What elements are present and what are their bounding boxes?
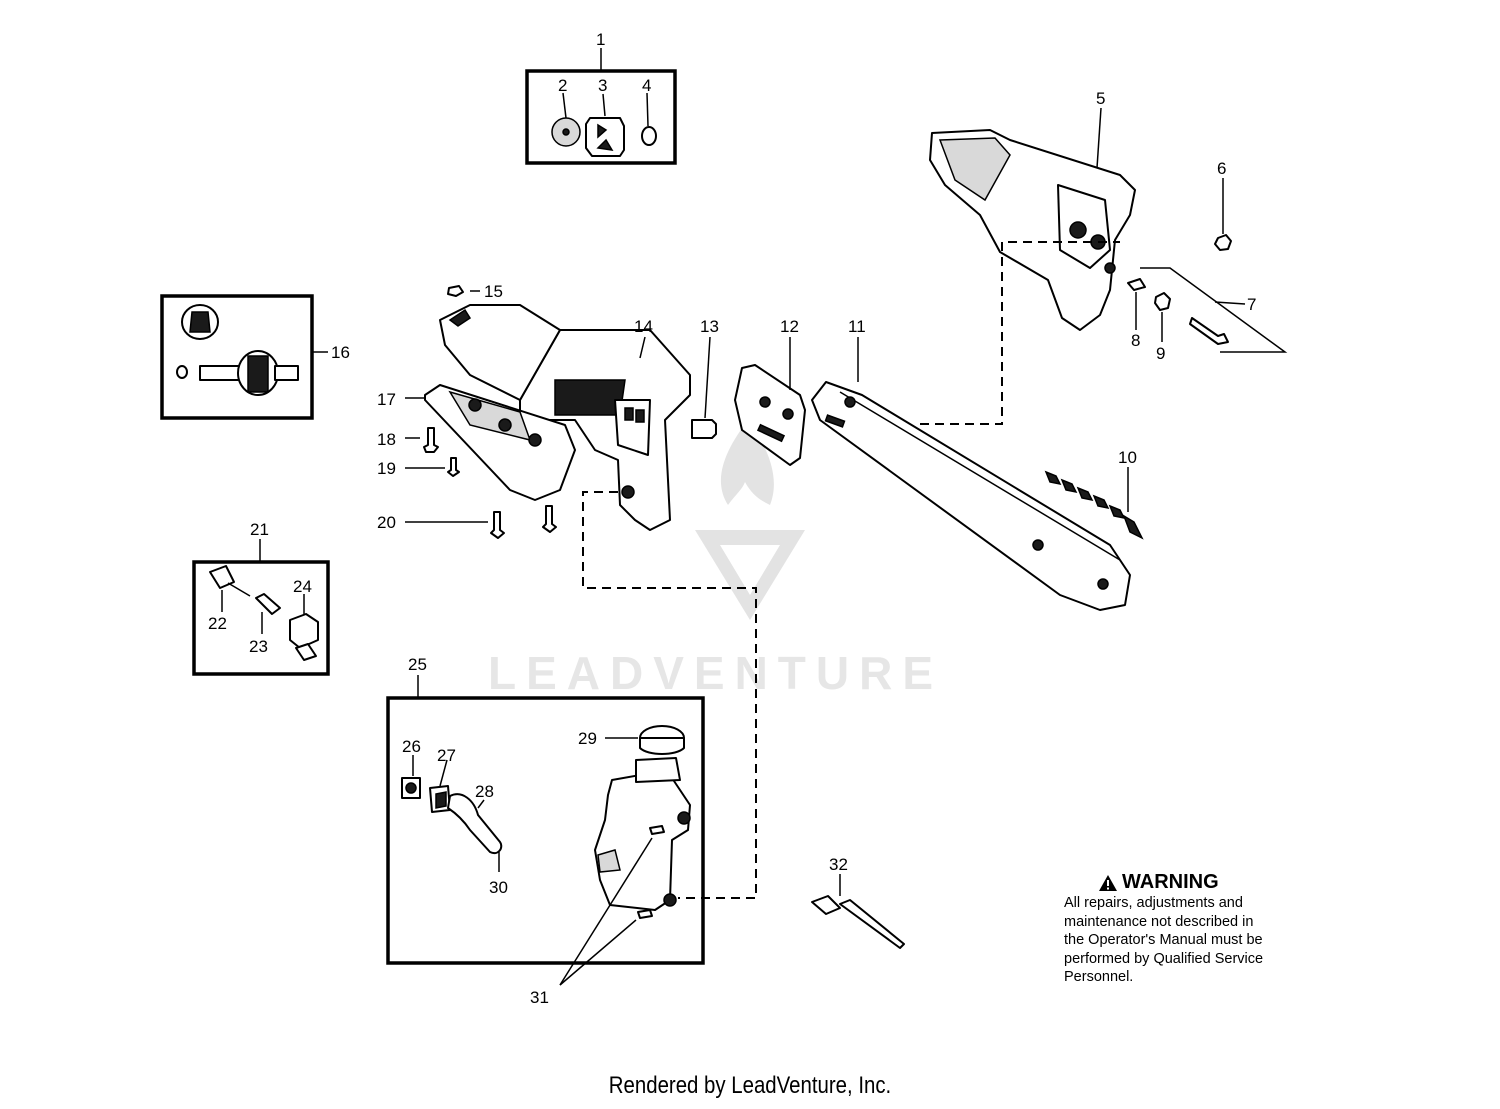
screw-31b[interactable] — [637, 909, 653, 919]
tension-screw-22[interactable] — [209, 565, 235, 589]
warning-line: the Operator's Manual must be — [1064, 932, 1263, 948]
warning-title-text: WARNING — [1122, 871, 1219, 893]
callout-13: 13 — [700, 317, 719, 336]
shroud-14-top[interactable] — [439, 304, 561, 401]
callout-16: 16 — [331, 343, 350, 362]
screw-7[interactable] — [1189, 317, 1229, 345]
callout-22: 22 — [208, 614, 227, 633]
watermark-text: LEADVENTURE — [488, 647, 944, 699]
callout-28: 28 — [475, 782, 494, 801]
housing-14[interactable] — [519, 329, 691, 531]
callout-3: 3 — [598, 76, 607, 95]
retaining-ring-4[interactable] — [641, 126, 657, 146]
warning-triangle-icon — [1099, 874, 1117, 891]
screw-31a[interactable] — [649, 825, 665, 835]
callout-5: 5 — [1096, 89, 1105, 108]
screw-20a[interactable] — [490, 511, 505, 539]
warning-text: All repairs, adjustments and maintenance… — [1064, 894, 1324, 987]
callout-29: 29 — [578, 729, 597, 748]
callout-15: 15 — [484, 282, 503, 301]
kit-box-21 — [192, 560, 330, 676]
shaft-gear-16[interactable] — [199, 350, 299, 396]
warning-line: Personnel. — [1064, 969, 1134, 985]
callout-9: 9 — [1156, 344, 1165, 363]
oil-line-28[interactable] — [447, 793, 503, 854]
warning-title: WARNING — [1098, 871, 1324, 894]
warning-line: All repairs, adjustments and — [1064, 895, 1243, 911]
callout-31: 31 — [530, 988, 549, 1007]
pin-23[interactable] — [255, 593, 281, 615]
callout-11: 11 — [848, 317, 866, 336]
screw-19[interactable] — [447, 457, 460, 477]
bushing-16[interactable] — [176, 365, 188, 379]
callout-7: 7 — [1247, 295, 1256, 314]
nut-6[interactable] — [1214, 234, 1232, 251]
parts-diagram: 1 2 3 4 5 6 7 8 9 10 11 12 13 14 15 16 1… — [160, 30, 1288, 1007]
screw-18[interactable] — [423, 427, 439, 453]
bar-cover-5[interactable] — [929, 129, 1136, 331]
callout-4: 4 — [642, 76, 651, 95]
guide-bar-11[interactable] — [811, 381, 1131, 611]
callout-26: 26 — [402, 737, 421, 756]
callout-10: 10 — [1118, 448, 1137, 467]
callout-30: 30 — [489, 878, 508, 897]
callout-24: 24 — [293, 577, 312, 596]
screw-20b[interactable] — [542, 505, 557, 533]
callout-32: 32 — [829, 855, 848, 874]
callout-8: 8 — [1131, 331, 1140, 350]
warning-line: performed by Qualified Service — [1064, 950, 1264, 967]
oil-cap-29[interactable] — [639, 725, 685, 755]
callout-2: 2 — [558, 76, 567, 95]
sprocket-3[interactable] — [585, 117, 625, 157]
oil-tank-25[interactable] — [594, 757, 691, 911]
nut-24[interactable] — [289, 613, 319, 649]
clip-8[interactable] — [1127, 278, 1146, 291]
bar-plate-12[interactable] — [734, 364, 806, 466]
callout-21: 21 — [250, 520, 269, 539]
nut-9[interactable] — [1154, 292, 1171, 311]
nut-15[interactable] — [447, 285, 464, 297]
callout-17: 17 — [377, 390, 396, 409]
callout-14: 14 — [634, 317, 653, 336]
callout-25: 25 — [408, 655, 427, 674]
callout-1: 1 — [596, 30, 605, 49]
callout-6: 6 — [1217, 159, 1226, 178]
callout-12: 12 — [780, 317, 799, 336]
gear-case-17[interactable] — [424, 384, 576, 501]
callout-18: 18 — [377, 430, 396, 449]
callout-19: 19 — [377, 459, 396, 478]
callout-20: 20 — [377, 513, 396, 532]
kit-box-16 — [160, 294, 314, 420]
stud-13[interactable] — [691, 419, 717, 439]
callout-27: 27 — [437, 746, 456, 765]
gear-16-a[interactable] — [181, 304, 219, 340]
callout-23: 23 — [249, 637, 268, 656]
warning-notice: WARNING All repairs, adjustments and mai… — [1064, 871, 1324, 987]
warning-line: maintenance not described in — [1064, 913, 1254, 930]
wrench-32[interactable] — [811, 895, 905, 949]
kit-box-25 — [386, 696, 705, 965]
saw-chain-10[interactable] — [1044, 470, 1144, 540]
footer-credit: Rendered by LeadVenture, Inc. — [608, 1072, 892, 1099]
